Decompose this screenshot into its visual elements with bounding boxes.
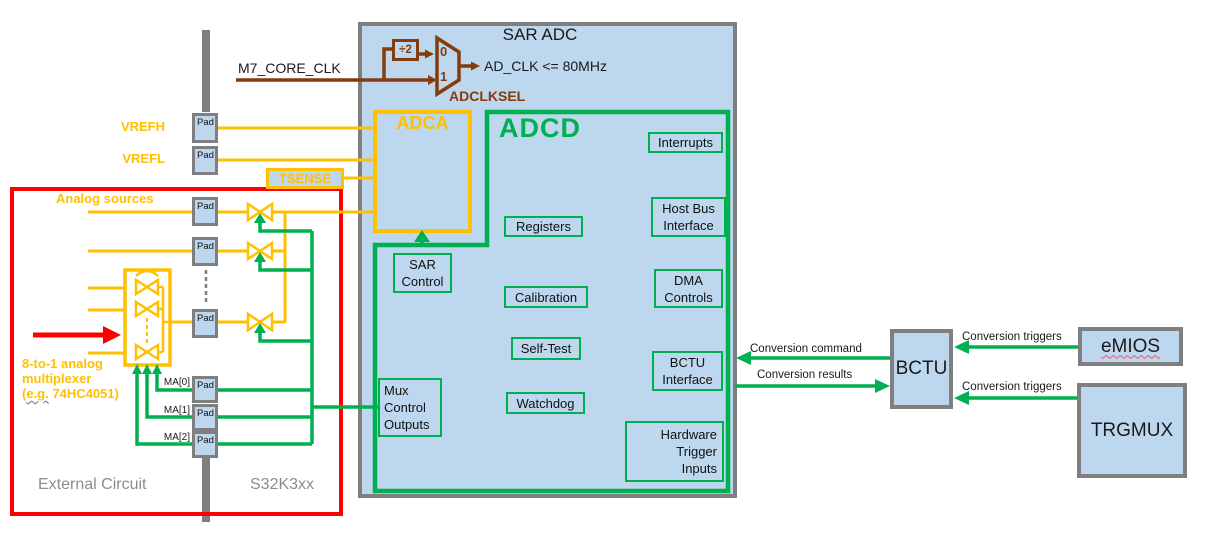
pad-ma1: Pad xyxy=(192,404,218,431)
analog-sources-label: Analog sources xyxy=(56,191,154,206)
pad-analog-3: Pad xyxy=(192,309,218,338)
chip-boundary-bar-top xyxy=(202,30,210,112)
sar-adc-title: SAR ADC xyxy=(502,25,578,44)
tsense-box: TSENSE xyxy=(266,168,344,189)
conversion-results-label: Conversion results xyxy=(757,369,853,381)
note-part-number: 74HC4051) xyxy=(48,386,119,401)
pad-analog-2: Pad xyxy=(192,237,218,266)
conversion-triggers-emios-label: Conversion triggers xyxy=(962,331,1062,343)
external-mux-note: 8-to-1 analog multiplexer (e.g. 74HC4051… xyxy=(22,356,119,401)
block-mux-control-outputs: Mux Control Outputs xyxy=(378,378,442,437)
block-host-bus-interface: Host Bus Interface xyxy=(651,197,726,237)
ma0-label: MA[0] xyxy=(163,377,190,388)
bctu-box: BCTU xyxy=(890,329,953,409)
arrow-left-icon xyxy=(954,391,969,405)
block-hardware-trigger-inputs: Hardware Trigger Inputs xyxy=(625,421,724,482)
conversion-command-label: Conversion command xyxy=(750,343,862,355)
block-registers: Registers xyxy=(504,216,583,237)
chip-boundary-bar-bottom xyxy=(202,458,210,522)
pad-analog-1: Pad xyxy=(192,197,218,226)
block-sar-control: SAR Control xyxy=(393,253,452,293)
adca-title: ADCA xyxy=(396,113,449,133)
ad-clk-label: AD_CLK <= 80MHz xyxy=(484,58,607,74)
external-circuit-boundary xyxy=(10,187,343,516)
vrefh-label: VREFH xyxy=(120,119,165,134)
external-circuit-label: External Circuit xyxy=(38,476,147,493)
arrow-left-icon xyxy=(736,351,751,365)
chip-name-label: S32K3xx xyxy=(250,476,315,493)
block-self-test: Self-Test xyxy=(511,337,581,360)
external-mux-note-line1: 8-to-1 analog xyxy=(22,356,103,371)
external-mux-note-line2: multiplexer xyxy=(22,371,92,386)
m7-core-clk-label: M7_CORE_CLK xyxy=(238,60,341,76)
external-mux-note-line3: (e.g. 74HC4051) xyxy=(22,386,119,401)
pad-vrefl: Pad xyxy=(192,146,218,175)
clock-divider-box: ÷2 xyxy=(392,39,419,61)
ma2-label: MA[2] xyxy=(163,432,190,443)
emios-box: eMIOS xyxy=(1078,327,1183,366)
adclksel-label: ADCLKSEL xyxy=(449,88,526,104)
pad-ma2: Pad xyxy=(192,431,218,458)
conversion-triggers-trgmux-label: Conversion triggers xyxy=(962,381,1062,393)
emios-label: eMIOS xyxy=(1100,335,1161,357)
clock-mux-input1-label: 1 xyxy=(440,69,448,84)
vrefl-label: VREFL xyxy=(122,151,165,166)
block-watchdog: Watchdog xyxy=(506,392,585,414)
adcd-title: ADCD xyxy=(499,113,581,143)
clock-mux-input0-label: 0 xyxy=(440,44,448,59)
note-eg: e.g. xyxy=(26,386,49,401)
block-interrupts: Interrupts xyxy=(648,132,723,153)
trgmux-box: TRGMUX xyxy=(1077,383,1187,478)
arrow-right-icon xyxy=(875,379,890,393)
pad-vrefh: Pad xyxy=(192,113,218,143)
pad-ma0: Pad xyxy=(192,376,218,403)
block-bctu-interface: BCTU Interface xyxy=(652,351,723,391)
note-paren: ( xyxy=(22,386,27,401)
ma1-label: MA[1] xyxy=(163,405,190,416)
block-calibration: Calibration xyxy=(504,286,588,308)
block-dma-controls: DMA Controls xyxy=(654,269,723,308)
